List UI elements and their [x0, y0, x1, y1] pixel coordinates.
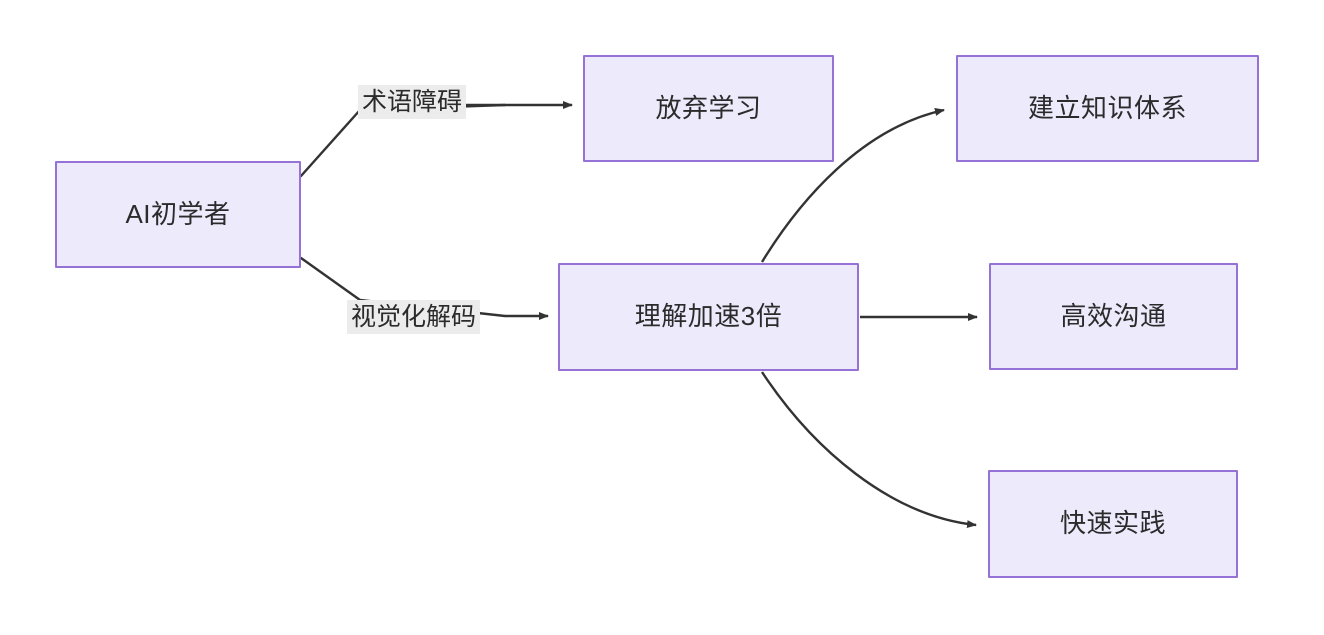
node-understanding-3x-faster[interactable]: 理解加速3倍 — [558, 263, 859, 371]
node-label: 高效沟通 — [1060, 300, 1167, 331]
edge-label-visual-decoding: 视觉化解码 — [347, 300, 481, 334]
edge-label-terminology-barrier: 术语障碍 — [358, 85, 467, 119]
edge-n3-to-n6 — [760, 371, 977, 529]
node-rapid-practice[interactable]: 快速实践 — [988, 470, 1238, 578]
node-efficient-communication[interactable]: 高效沟通 — [989, 263, 1238, 370]
node-give-up-learning[interactable]: 放弃学习 — [583, 55, 834, 162]
node-build-knowledge-system[interactable]: 建立知识体系 — [956, 55, 1259, 162]
node-label: 放弃学习 — [655, 92, 762, 123]
node-label: 理解加速3倍 — [634, 301, 783, 332]
edge-n3-to-n4 — [760, 108, 945, 263]
node-ai-beginner[interactable]: AI初学者 — [55, 161, 301, 268]
node-label: 快速实践 — [1059, 508, 1166, 539]
node-label: AI初学者 — [125, 198, 231, 229]
node-label: 建立知识体系 — [1027, 92, 1187, 123]
